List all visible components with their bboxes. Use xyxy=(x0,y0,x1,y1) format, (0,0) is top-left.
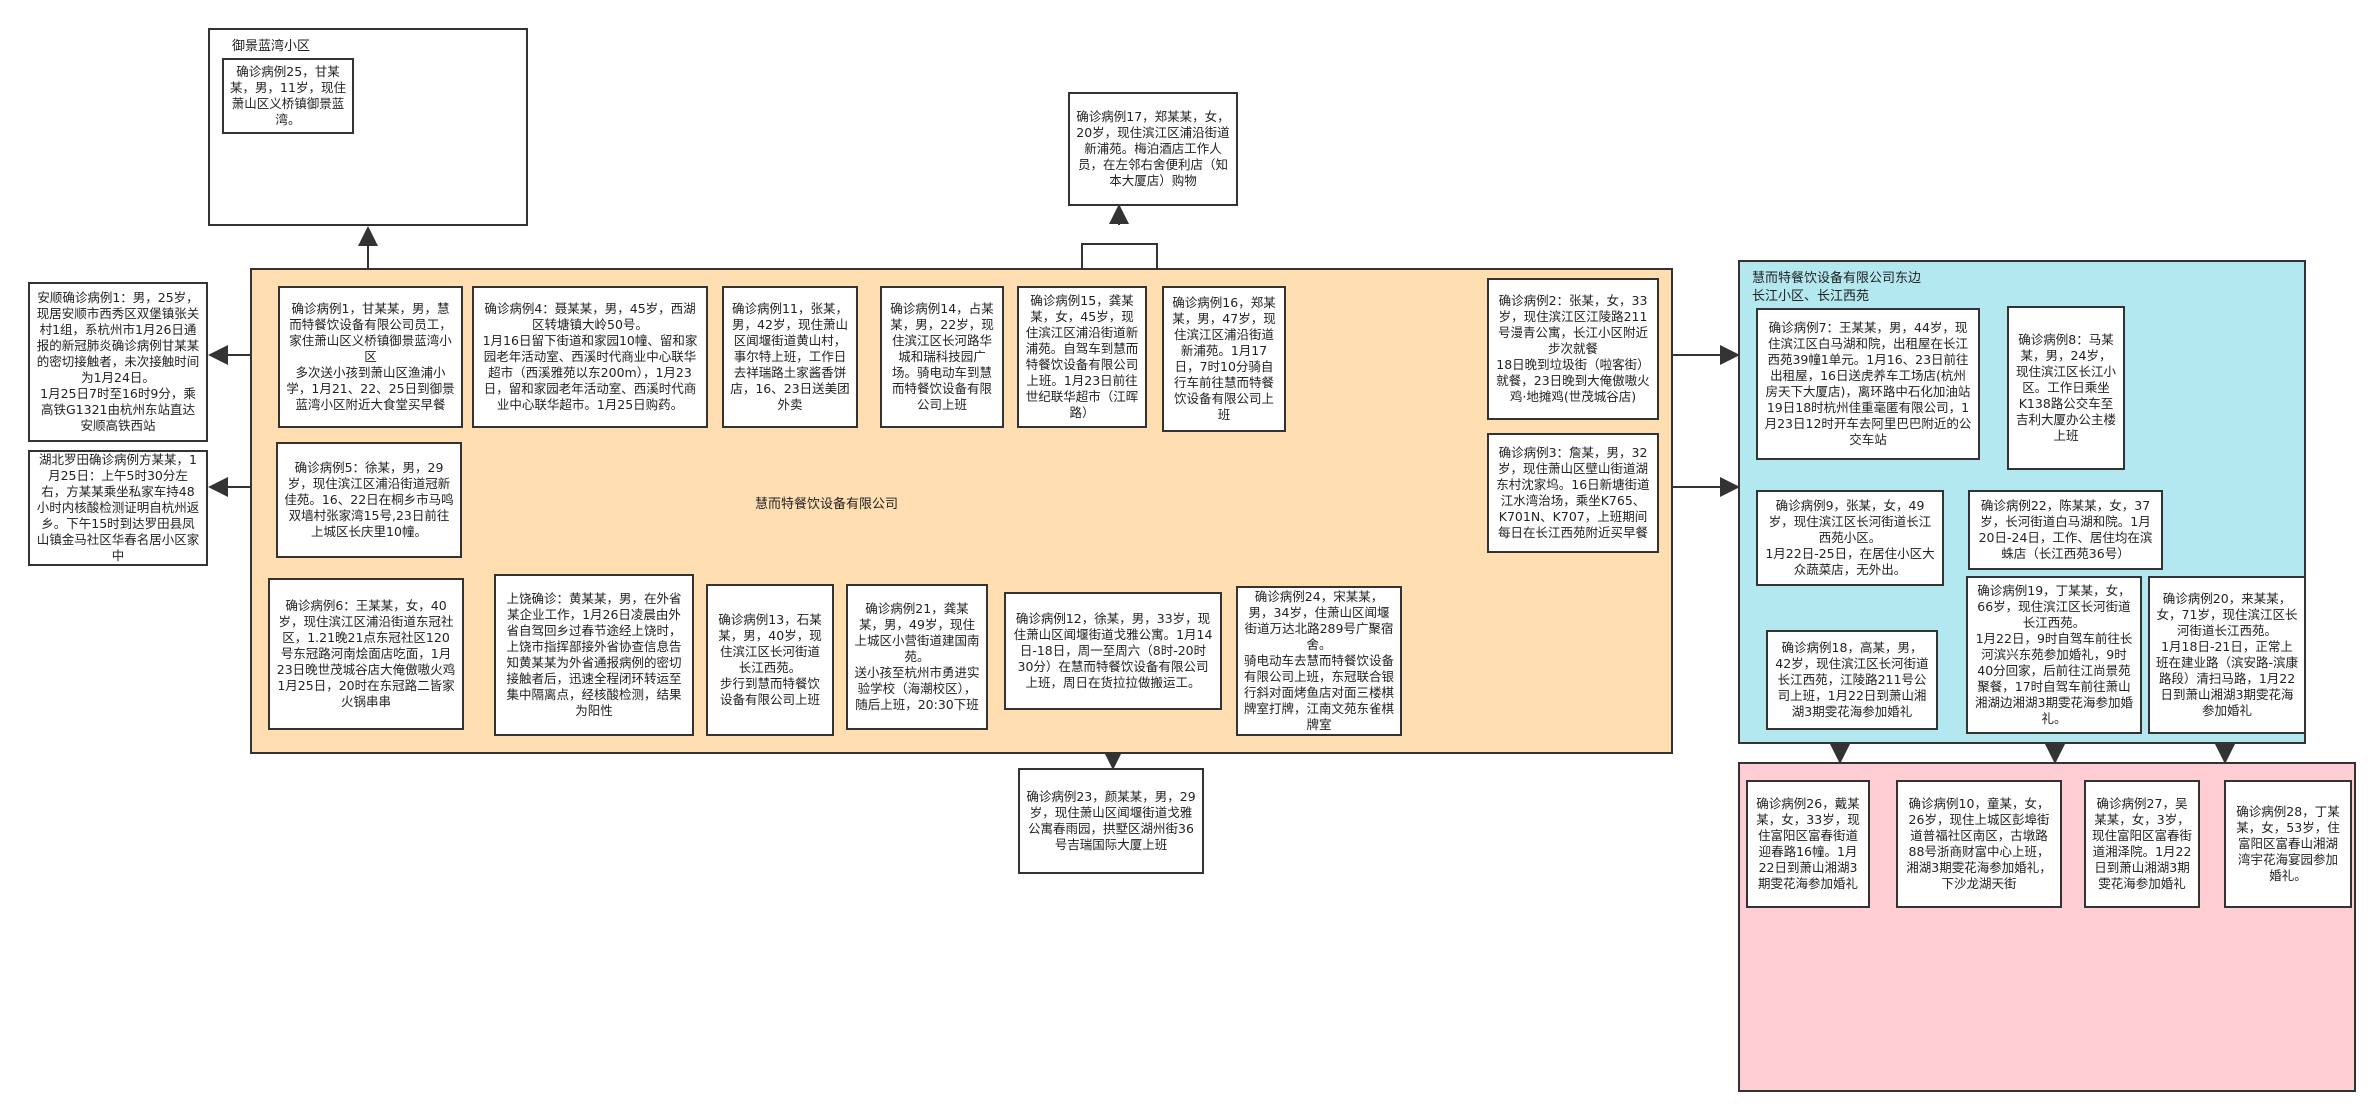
case-18-box: 确诊病例18，高某，男，42岁，现住滨江区长河街道长江西苑，江陵路211号公司上… xyxy=(1766,630,1938,730)
case-6-box: 确诊病例6：王某某，女，40岁，现住滨江区浦沿街道东冠社区，1.21晚21点东冠… xyxy=(268,578,464,730)
case-15-box: 确诊病例15，龚某某，女，45岁，现住滨江区浦沿街道新浦苑。自驾车到慧而特餐饮设… xyxy=(1017,286,1147,428)
case-11-box: 确诊病例11，张某，男，42岁，现住萧山区闻堰街道黄山村，事尔特上班，工作日去祥… xyxy=(722,286,858,428)
case-28-box: 确诊病例28，丁某某，女，53岁，住富阳区富春山湘湖湾宇花海宴园参加婚礼。 xyxy=(2224,780,2352,908)
case-5-box: 确诊病例5：徐某，男，29岁，现住滨江区浦沿街道冠新佳苑。16、22日在桐乡市马… xyxy=(276,442,462,558)
company-region-label: 慧而特餐饮设备有限公司 xyxy=(755,497,899,512)
case-1-box: 确诊病例1，甘某某，男，慧而特餐饮设备有限公司员工，家住萧山区义桥镇御景蓝湾小区… xyxy=(278,286,463,428)
case-12-box: 确诊病例12，徐某，男，33岁，现住萧山区闻堰街道戈雅公寓。1月14日-18日，… xyxy=(1004,592,1222,710)
case-8-box: 确诊病例8：马某某，男，24岁，现住滨江区长江小区。工作日乘坐K138路公交车至… xyxy=(2007,306,2125,470)
case-25-box: 确诊病例25，甘某某，男，11岁，现住萧山区义桥镇御景蓝湾。 xyxy=(222,58,354,134)
case-9-box: 确诊病例9，张某，女，49岁，现住滨江区长河街道长江西苑小区。 1月22日-25… xyxy=(1756,490,1944,586)
case-26-box: 确诊病例26，戴某某，女，33岁，现住富阳区富春街道迎春路16幢。1月22日到萧… xyxy=(1746,780,1870,908)
case-23-box: 确诊病例23，颜某某，男，29岁，现住萧山区闻堰街道戈雅公寓春雨园，拱墅区湖州街… xyxy=(1018,768,1204,874)
case-16-box: 确诊病例16，郑某某，男，47岁，现住滨江区浦沿街道新浦苑。1月17日，7时10… xyxy=(1162,286,1286,432)
case-27-box: 确诊病例27，吴某某，女，3岁，现住富阳区富春街道湘泽院。1月22日到萧山湘湖3… xyxy=(2084,780,2200,908)
case-17-box: 确诊病例17，郑某某，女，20岁，现住滨江区浦沿街道新浦苑。梅泊酒店工作人员，在… xyxy=(1068,92,1238,206)
case-anshun-box: 安顺确诊病例1：男，25岁，现居安顺市西秀区双堡镇张关村1组，系杭州市1月26日… xyxy=(28,282,208,442)
case-19-box: 确诊病例19，丁某某，女，66岁，现住滨江区长河街道长江西苑。 1月22日，9时… xyxy=(1966,576,2142,734)
case-22-box: 确诊病例22，陈某某，女，37岁，长河街道白马湖和院。1月20日-24日，工作、… xyxy=(1968,490,2163,570)
case-13-box: 确诊病例13，石某某，男，40岁，现住滨江区长河街道长江西苑。 步行到慧而特餐饮… xyxy=(706,584,834,736)
case-21-box: 确诊病例21，龚某某，男，49岁，现住上城区小营街道建国南苑。 送小孩至杭州市勇… xyxy=(846,584,988,730)
yujing-region-label: 御景蓝湾小区 xyxy=(232,39,311,54)
case-4-box: 确诊病例4：聂某某，男，45岁，西湖区转塘镇大岭50号。 1月16日留下街道和家… xyxy=(472,286,708,428)
case-7-box: 确诊病例7：王某某，男，44岁，现住滨江区白马湖和院，出租屋在长江西苑39幢1单… xyxy=(1756,308,1980,460)
case-14-box: 确诊病例14，占某某，男，22岁，现住滨江区长河路华城和瑞科技园广场。骑电动车到… xyxy=(880,286,1004,428)
case-3-box: 确诊病例3：詹某，男，32岁，现住萧山区壁山街道湖东村沈家坞。16日新塘街道江水… xyxy=(1487,433,1659,553)
arrow-cases-to-case17 xyxy=(1081,243,1158,268)
case-20-box: 确诊病例20，来某某，女，71岁，现住滨江区长河街道长江西苑。 1月18日-21… xyxy=(2148,576,2306,734)
case-24-box: 确诊病例24，宋某某，男，34岁，住萧山区闻堰街道万达北路289号广聚宿舍。 骑… xyxy=(1236,586,1402,736)
east-region-label: 慧而特餐饮设备有限公司东边 长江小区、长江西苑 xyxy=(1752,271,1922,304)
case-10-box: 确诊病例10，童某，女，26岁，现住上城区彭埠街道普福社区南区，古墩路88号浙商… xyxy=(1896,780,2062,908)
case-hubei-box: 湖北罗田确诊病例方某某，1月25日：上午5时30分左右，方某某乘坐私家车持48小… xyxy=(28,450,208,566)
case-shangrao-box: 上饶确诊：黄某某，男，在外省某企业工作，1月26日凌晨由外省自驾回乡过春节途经上… xyxy=(494,574,694,736)
case-2-box: 确诊病例2：张某，女，33岁，现住滨江区江陵路211号漫青公寓，长江小区附近步次… xyxy=(1487,278,1659,420)
